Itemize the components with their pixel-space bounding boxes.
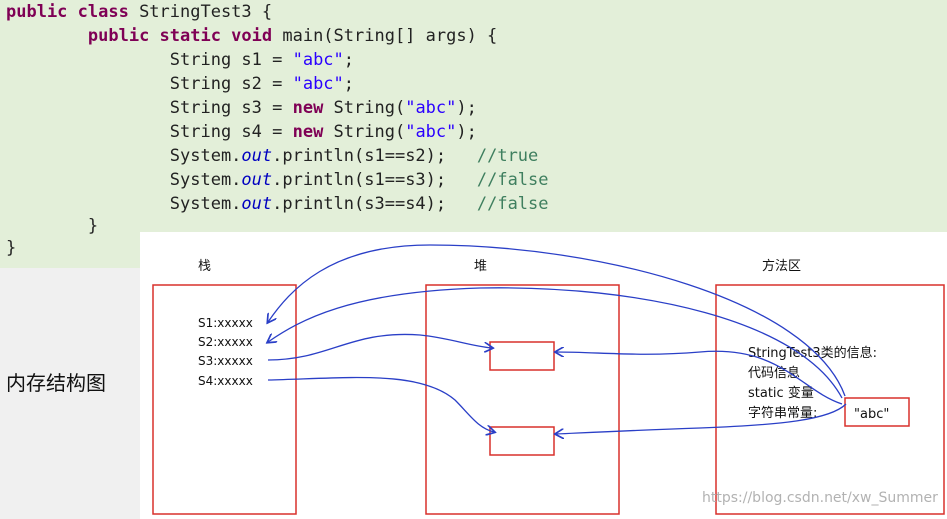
arrow-heap1-to-constant	[556, 351, 843, 405]
code-line-8: System.out.println(s1==s3); //false	[169, 170, 549, 190]
stack-item-s3: S3:xxxxx	[198, 354, 253, 368]
string-constant-box	[844, 397, 910, 427]
method-area-box	[715, 284, 945, 515]
side-panel	[0, 268, 140, 519]
memory-diagram-area	[140, 235, 947, 519]
code-line-1: public class StringTest3 {	[6, 2, 273, 22]
string-constant-line: 字符串常量:	[748, 405, 817, 421]
code-info-line: 代码信息	[748, 365, 800, 381]
heap-box	[425, 284, 620, 515]
stack-item-s1: S1:xxxxx	[198, 316, 253, 330]
code-line-7: System.out.println(s1==s2); //true	[169, 146, 539, 166]
code-background-tail	[0, 232, 140, 268]
arrow-s1-to-constant	[268, 244, 846, 397]
arrow-s3-to-heap1	[267, 333, 492, 361]
heap-label: 堆	[474, 259, 487, 274]
code-line-3: String s1 = "abc";	[169, 50, 355, 70]
static-var-line: static 变量	[748, 385, 814, 401]
code-line-5: String s3 = new String("abc");	[169, 98, 477, 118]
stack-label: 栈	[198, 259, 211, 274]
code-line-11: }	[6, 238, 17, 258]
side-title: 内存结构图	[6, 371, 106, 395]
code-line-6: String s4 = new String("abc");	[169, 122, 477, 142]
arrow-s2-to-constant	[268, 287, 843, 399]
stack-item-s2: S2:xxxxx	[198, 335, 253, 349]
code-background	[0, 0, 947, 232]
arrow-s4-to-heap2	[267, 376, 494, 432]
code-line-2: public static void main(String[] args) {	[87, 26, 498, 46]
string-constant-value: "abc"	[854, 407, 889, 422]
heap-object-2	[489, 426, 555, 456]
arrow-heap2-to-constant	[556, 403, 847, 434]
code-line-9: System.out.println(s3==s4); //false	[169, 194, 549, 214]
method-area-label: 方法区	[762, 258, 801, 274]
code-line-10: }	[87, 216, 99, 236]
class-info-line: StringTest3类的信息:	[748, 345, 877, 361]
code-line-4: String s2 = "abc";	[169, 74, 355, 94]
watermark: https://blog.csdn.net/xw_Summer	[702, 490, 938, 506]
stack-item-s4: S4:xxxxx	[198, 374, 253, 388]
stack-box	[152, 284, 297, 515]
heap-object-1	[489, 341, 555, 371]
